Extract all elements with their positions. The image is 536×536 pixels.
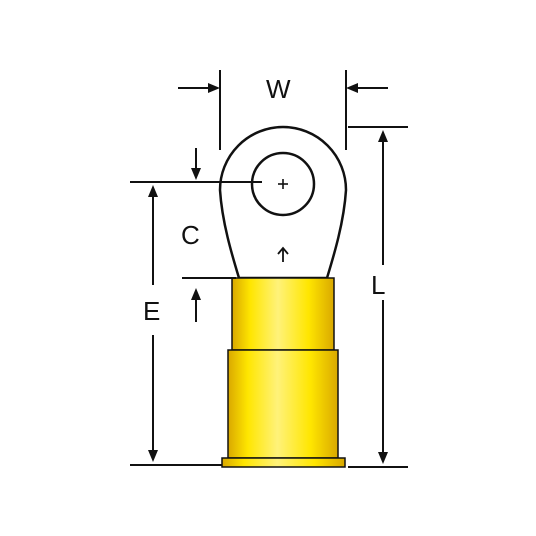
center-plus-mark — [278, 179, 288, 189]
c-label: C — [181, 220, 200, 250]
insulation-flange — [221, 457, 346, 468]
insulation-lower-barrel — [227, 349, 339, 459]
insulation-upper-barrel — [231, 277, 335, 351]
l-label: L — [371, 270, 385, 300]
e-label: E — [143, 296, 160, 326]
l-dimension — [348, 126, 408, 468]
c-dimension — [182, 148, 236, 322]
tongue-arrow-icon — [277, 246, 289, 262]
w-label: W — [266, 74, 291, 104]
e-dimension — [130, 181, 262, 466]
w-dimension — [178, 70, 388, 150]
